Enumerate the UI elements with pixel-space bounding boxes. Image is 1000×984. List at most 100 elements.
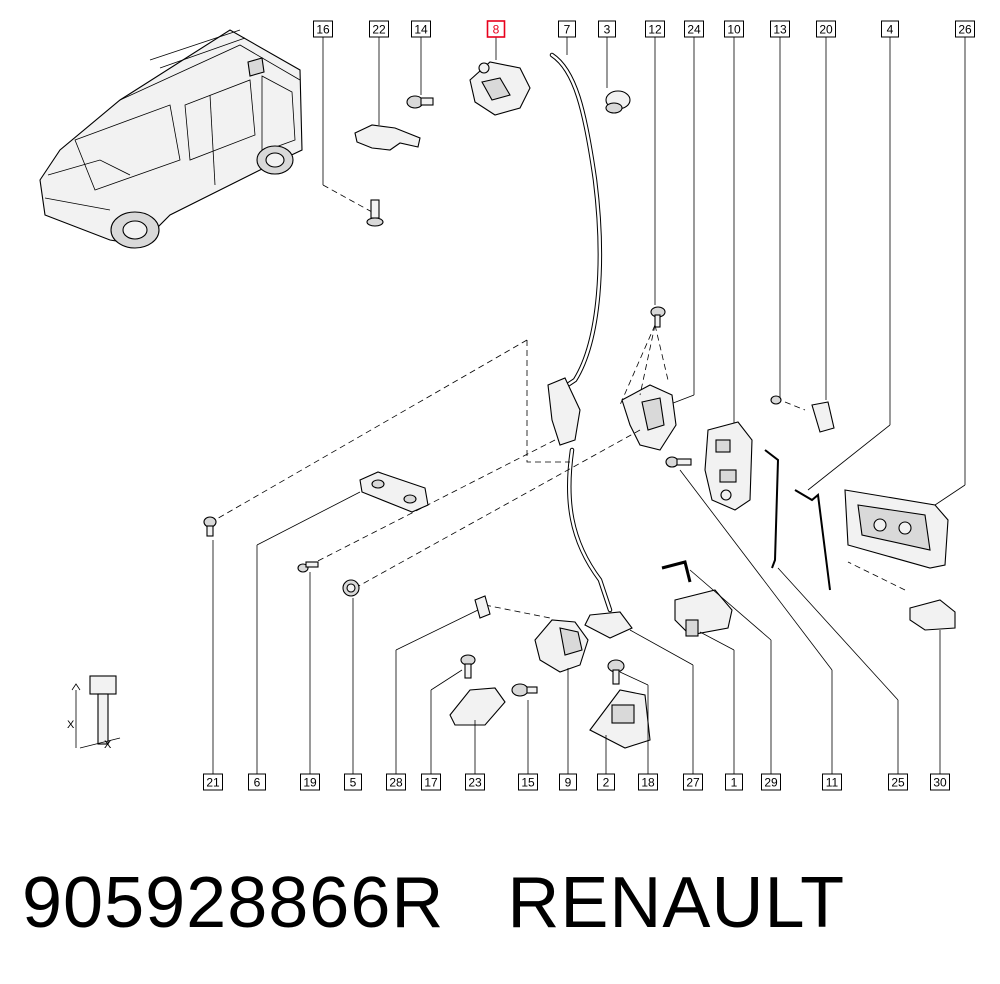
callout-label: 16 (316, 23, 330, 37)
part-24-lock (547, 377, 677, 451)
part-21-screw (203, 516, 217, 537)
callout-label: 2 (603, 776, 610, 790)
callout-16: 16 (313, 20, 333, 38)
callout-7: 7 (558, 20, 576, 38)
callout-30: 30 (930, 773, 950, 791)
callout-17: 17 (421, 773, 441, 791)
callout-label: 9 (565, 776, 572, 790)
callout-label: 3 (604, 23, 611, 37)
callout-27: 27 (683, 773, 703, 791)
callout-label: 5 (350, 776, 357, 790)
leader-lines-top (322, 37, 966, 506)
callout-label: 10 (727, 23, 741, 37)
part-29-lever (661, 560, 692, 583)
callout-28: 28 (386, 773, 406, 791)
part-1-striker (674, 589, 733, 637)
part-16-screw (366, 199, 384, 227)
part-18-screw (607, 659, 625, 685)
leader-lines-bottom (212, 469, 941, 775)
part-9-motor (534, 611, 633, 673)
callout-23: 23 (465, 773, 485, 791)
callout-label: 19 (303, 776, 317, 790)
callout-3: 3 (598, 20, 616, 38)
callout-20: 20 (816, 20, 836, 38)
callout-label: 21 (206, 776, 220, 790)
part-20-clip (811, 401, 835, 433)
callout-29: 29 (761, 773, 781, 791)
caption: 905928866R RENAULT (22, 862, 845, 944)
callout-label: 20 (819, 23, 833, 37)
dashed-guides (214, 324, 906, 619)
part-15-screw (511, 683, 538, 697)
callout-8: 8 (486, 20, 506, 38)
callout-group: 16 22 14 8 7 3 12 24 10 13 20 4 26 21 6 19 5 28 17 23 15 9 2 18… (203, 20, 975, 791)
dimension-label-horizontal: X (104, 739, 112, 751)
callout-label: 8 (493, 23, 500, 37)
callout-label: 18 (641, 776, 655, 790)
part-5-grommet (342, 579, 360, 597)
callout-12: 12 (645, 20, 665, 38)
callout-22: 22 (369, 20, 389, 38)
part-12-screw (650, 306, 666, 328)
part-11-screw (665, 456, 692, 468)
part-13-screw (770, 395, 782, 405)
callout-label: 11 (826, 776, 839, 790)
part-10-latch (704, 421, 753, 511)
callout-label: 13 (773, 23, 787, 37)
part-2-striker-plate (589, 689, 651, 749)
callout-4: 4 (881, 20, 899, 38)
callout-label: 29 (764, 776, 778, 790)
callout-1: 1 (725, 773, 743, 791)
callout-24: 24 (684, 20, 704, 38)
callout-label: 15 (521, 776, 535, 790)
part-22-bracket (354, 124, 421, 151)
callout-label: 30 (933, 776, 947, 790)
callout-15: 15 (518, 773, 538, 791)
callout-label: 17 (424, 776, 438, 790)
part-8-actuator (469, 61, 531, 116)
part-30-cap (909, 599, 956, 631)
callout-9: 9 (559, 773, 577, 791)
callout-19: 19 (300, 773, 320, 791)
callout-label: 24 (687, 23, 701, 37)
part-19-screw (297, 561, 319, 573)
part-7-cable (549, 52, 613, 613)
callout-label: 7 (564, 23, 571, 37)
part-23-bracket (449, 687, 506, 726)
part-14-clip (406, 95, 434, 109)
callout-label: 27 (686, 776, 700, 790)
callout-label: 25 (891, 776, 905, 790)
van-illustration (39, 29, 303, 249)
callout-18: 18 (638, 773, 658, 791)
callout-25: 25 (888, 773, 908, 791)
callout-26: 26 (955, 20, 975, 38)
callout-label: 6 (254, 776, 261, 790)
part-6-handle (359, 471, 429, 513)
part-26-handle (844, 489, 949, 569)
callout-label: 4 (887, 23, 894, 37)
callout-11: 11 (822, 773, 842, 791)
callout-2: 2 (597, 773, 615, 791)
callout-label: 14 (414, 23, 428, 37)
callout-10: 10 (724, 20, 744, 38)
callout-label: 26 (958, 23, 972, 37)
callout-5: 5 (344, 773, 362, 791)
part-3-bushing (605, 90, 631, 114)
rods (764, 449, 831, 591)
part-28-clip (474, 595, 491, 619)
callout-6: 6 (248, 773, 266, 791)
part-number: 905928866R (22, 863, 445, 943)
callout-label: 23 (468, 776, 482, 790)
callout-13: 13 (770, 20, 790, 38)
brand-name: RENAULT (507, 863, 846, 943)
callout-label: 1 (731, 776, 738, 790)
dimension-label-vertical: X (67, 719, 75, 731)
callout-14: 14 (411, 20, 431, 38)
callout-label: 28 (389, 776, 403, 790)
bolt-dimension-symbol (71, 675, 121, 749)
callout-label: 22 (372, 23, 386, 37)
callout-label: 12 (648, 23, 662, 37)
part-17-screw (460, 654, 476, 679)
callout-21: 21 (203, 773, 223, 791)
